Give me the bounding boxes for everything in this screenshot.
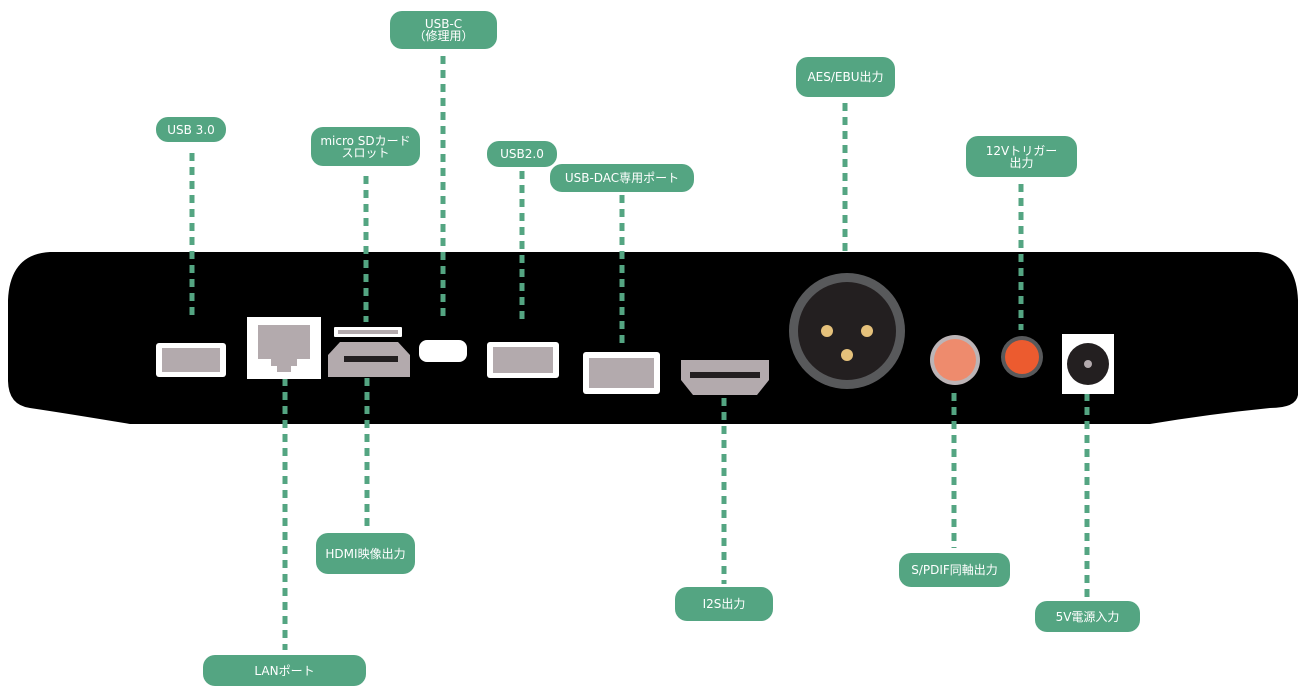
label-usbc: USB-C （修理用） <box>390 11 497 49</box>
usbdac-port-inner <box>589 358 654 388</box>
label-spdif: S/PDIF同軸出力 <box>899 553 1010 587</box>
label-usbdac-text: USB-DAC専用ポート <box>564 171 680 185</box>
device-body <box>8 252 1298 424</box>
usbc-port <box>419 340 467 362</box>
microsd-slot-inner <box>338 330 398 334</box>
hdmi-port <box>328 342 410 377</box>
label-i2s: I2S出力 <box>675 587 773 621</box>
label-usbdac: USB-DAC専用ポート <box>550 164 694 192</box>
i2s-port <box>681 360 769 395</box>
usb3-port-inner <box>162 348 220 372</box>
usb2-port-inner <box>493 347 553 373</box>
label-usb3-text: USB 3.0 <box>167 122 215 137</box>
label-power: 5V電源入力 <box>1035 601 1140 632</box>
label-usb3: USB 3.0 <box>156 117 226 142</box>
label-microsd-line2: スロット <box>341 145 390 160</box>
label-usbc-line2: （修理用） <box>413 29 474 43</box>
label-hdmi: HDMI映像出力 <box>316 533 415 574</box>
leader-lines <box>189 56 1090 650</box>
label-trigger: 12Vトリガー 出力 <box>966 136 1077 177</box>
label-aes-text: AES/EBU出力 <box>807 70 884 84</box>
trigger-jack-inner <box>1005 340 1039 374</box>
label-hdmi-text: HDMI映像出力 <box>325 546 406 561</box>
dc-power-jack <box>1062 334 1114 394</box>
label-lan: LANポート <box>203 655 366 686</box>
label-usbc-line1: USB-C <box>424 17 463 31</box>
label-i2s-text: I2S出力 <box>702 597 746 611</box>
spdif-coax-jack-inner <box>934 339 976 381</box>
label-power-text: 5V電源入力 <box>1055 609 1120 624</box>
label-lan-text: LANポート <box>254 663 315 678</box>
label-spdif-text: S/PDIF同軸出力 <box>911 563 998 577</box>
label-trigger-line2: 出力 <box>1009 155 1034 170</box>
label-trigger-line1: 12Vトリガー <box>985 143 1058 158</box>
label-usb2: USB2.0 <box>487 141 557 167</box>
label-aes: AES/EBU出力 <box>796 57 895 97</box>
xlr-aes-connector <box>789 273 905 389</box>
label-microsd-line1: micro SDカード <box>320 133 411 148</box>
label-microsd: micro SDカード スロット <box>311 127 420 166</box>
lan-port <box>247 317 321 379</box>
label-usb2-text: USB2.0 <box>500 147 544 161</box>
